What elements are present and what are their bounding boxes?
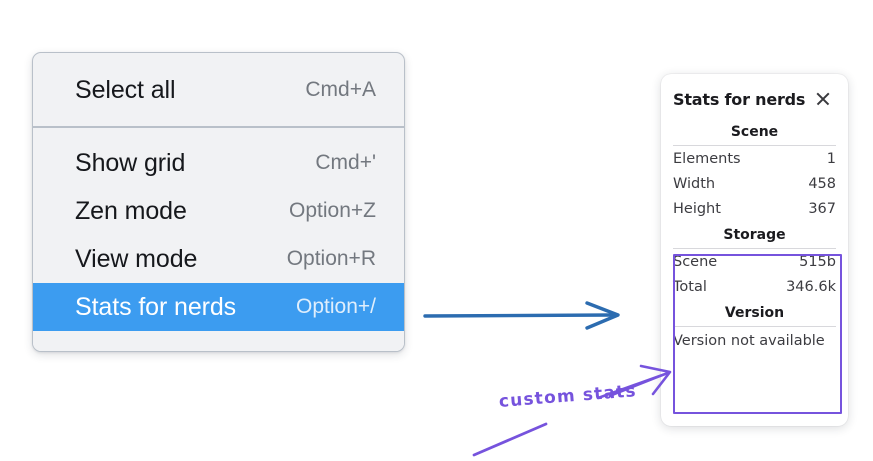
close-icon[interactable] [814, 90, 832, 108]
menu-item-zen-mode[interactable]: Zen mode Option+Z [33, 187, 404, 235]
stat-row-storage-total: Total 346.6k [673, 274, 836, 299]
menu-item-show-grid[interactable]: Show grid Cmd+' [33, 139, 404, 187]
menu-item-select-all[interactable]: Select all Cmd+A [33, 66, 404, 114]
menu-item-shortcut: Cmd+A [305, 78, 376, 101]
purple-underline-stroke [472, 422, 548, 457]
section-divider [673, 326, 836, 327]
stat-key: Scene [673, 253, 718, 270]
menu-group-1: Select all Cmd+A [33, 53, 404, 126]
stat-value: 1 [826, 150, 836, 167]
stats-panel-header: Stats for nerds [673, 74, 836, 118]
stat-row-height: Height 367 [673, 196, 836, 221]
stat-row-storage-scene: Scene 515b [673, 249, 836, 274]
stat-row-elements: Elements 1 [673, 146, 836, 171]
menu-item-shortcut: Option+/ [296, 295, 376, 318]
context-menu: Select all Cmd+A Show grid Cmd+' Zen mod… [32, 52, 405, 352]
section-heading-scene: Scene [730, 124, 779, 140]
stats-panel-title: Stats for nerds [673, 89, 806, 109]
section-divider [673, 145, 836, 146]
version-status-text: Version not available [673, 332, 825, 349]
stat-key: Width [673, 175, 716, 192]
section-heading-version: Version [724, 305, 785, 321]
menu-item-view-mode[interactable]: View mode Option+R [33, 235, 404, 283]
menu-item-label: Show grid [75, 148, 186, 177]
stats-for-nerds-panel: Stats for nerds Scene Elements 1 Width 4… [661, 74, 848, 426]
stat-value: 346.6k [786, 278, 836, 295]
stat-value: 367 [808, 200, 836, 217]
stat-key: Height [673, 200, 721, 217]
stat-row-width: Width 458 [673, 171, 836, 196]
menu-item-label: Stats for nerds [75, 292, 237, 321]
stat-value: 515b [799, 253, 836, 270]
menu-item-label: Select all [75, 75, 176, 104]
menu-item-shortcut: Option+R [286, 247, 376, 270]
section-divider [673, 248, 836, 249]
menu-item-stats-for-nerds[interactable]: Stats for nerds Option+/ [33, 283, 404, 331]
blue-arrow [423, 301, 620, 330]
annotation-label-custom-stats: custom stats [498, 381, 638, 412]
section-heading-storage: Storage [723, 227, 786, 243]
menu-footer-spacer [33, 331, 404, 351]
stat-key: Elements [673, 150, 741, 167]
menu-item-shortcut: Option+Z [289, 199, 376, 222]
stat-key: Total [673, 278, 707, 295]
menu-group-2: Show grid Cmd+' Zen mode Option+Z View m… [33, 128, 404, 351]
menu-item-shortcut: Cmd+' [315, 151, 376, 174]
menu-separator [33, 126, 404, 128]
menu-item-label: View mode [75, 244, 198, 273]
stat-value: 458 [808, 175, 836, 192]
menu-item-label: Zen mode [75, 196, 187, 225]
